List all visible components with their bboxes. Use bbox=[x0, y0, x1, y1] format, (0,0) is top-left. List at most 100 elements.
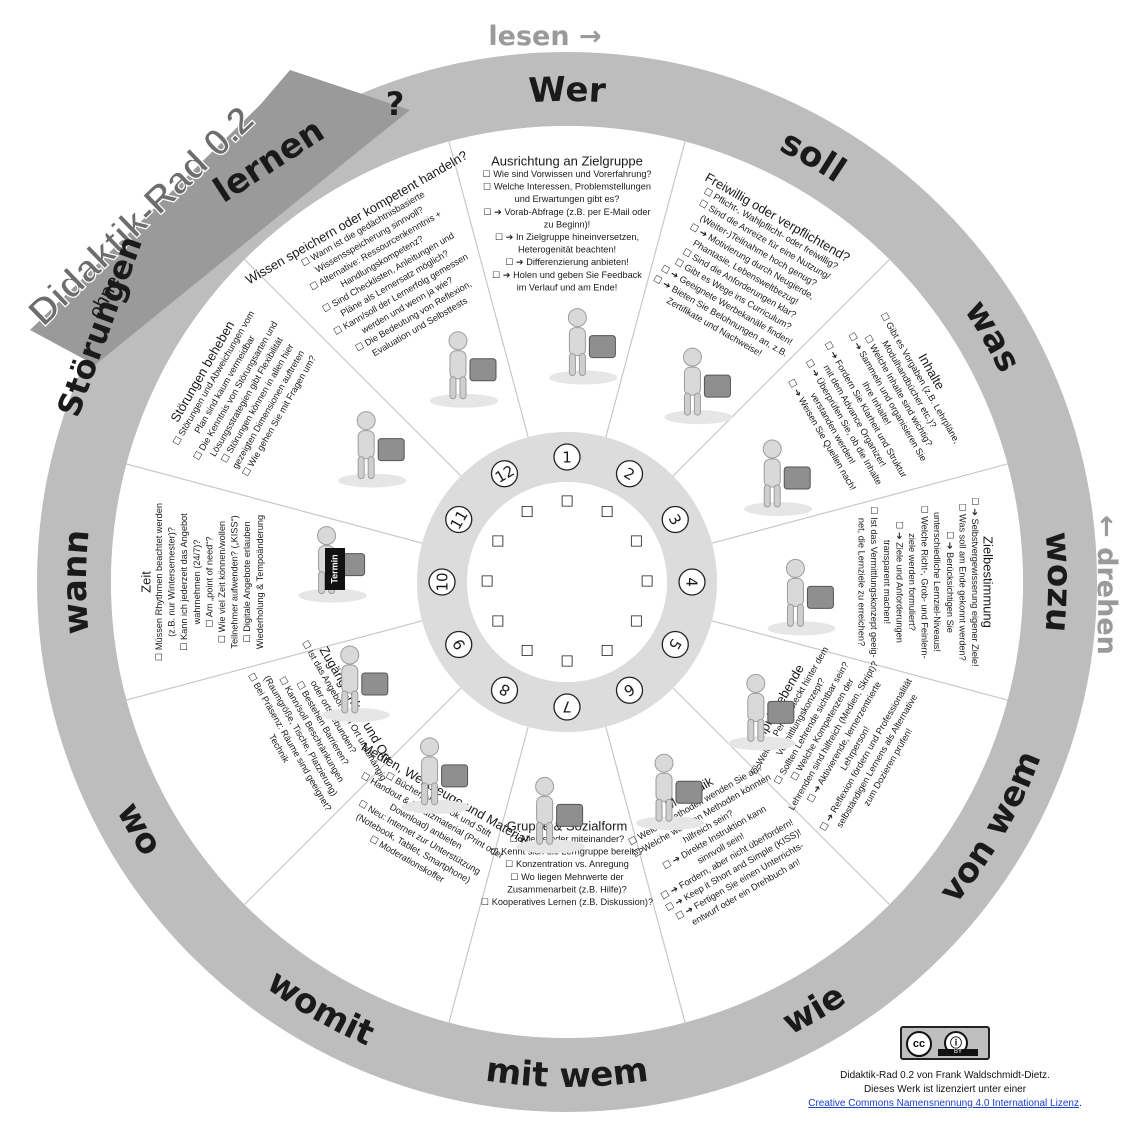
ring-label-1[interactable]: Wer bbox=[528, 70, 608, 112]
svg-text:7: 7 bbox=[562, 698, 572, 716]
checklist-item[interactable]: ☐ Kooperatives Lernen (z.B. Diskussion)? bbox=[481, 897, 653, 907]
segment-divider bbox=[126, 463, 423, 544]
checklist-item[interactable]: ☐ Müssen Rhythmen beachtet werden bbox=[154, 503, 164, 661]
checklist-item[interactable]: unterschiedliche Lernziel-Niveaus! bbox=[932, 512, 942, 652]
checklist-item[interactable]: ☐ ➔ Vorab-Abfrage (z.B. per E-Mail oder bbox=[483, 207, 650, 217]
illustration-1 bbox=[549, 308, 618, 385]
number-badge-8[interactable]: 8 bbox=[490, 676, 519, 704]
number-badge-2[interactable]: 2 bbox=[615, 460, 644, 488]
illustrations: Termin bbox=[298, 308, 836, 854]
segment-divider bbox=[672, 259, 890, 477]
hub-checkbox[interactable]: ☐ bbox=[600, 642, 613, 660]
svg-text:4: 4 bbox=[683, 577, 701, 587]
license-author: Didaktik-Rad 0.2 von Frank Waldschmidt-D… bbox=[840, 1070, 1050, 1081]
segment-divider bbox=[672, 687, 890, 905]
ring-label-10[interactable]: wann bbox=[55, 528, 98, 636]
illustration-7 bbox=[516, 776, 585, 854]
checklist-item[interactable]: zu Beginn)! bbox=[544, 219, 590, 229]
checklist-item[interactable]: ☐ Welche Interessen, Problemstellungen bbox=[483, 182, 651, 192]
checklist-item[interactable]: net, die Lernziele zu erreichen? bbox=[857, 518, 867, 646]
segment-divider bbox=[244, 687, 462, 905]
segment-2: Freiwillig oder verpflichtend?☐ Pflicht-… bbox=[652, 170, 853, 359]
checklist-item[interactable]: Wiederholung & Tempoänderung bbox=[255, 515, 265, 649]
license-text: Dieses Werk ist lizenziert unter einer bbox=[863, 1084, 1027, 1095]
hub-checkbox[interactable]: ☐ bbox=[480, 573, 493, 591]
number-badge-1[interactable]: 1 bbox=[553, 443, 581, 471]
checklist-item[interactable]: ☐ ➔ Selbstvergewisserung eigener Ziele! bbox=[970, 497, 980, 666]
checklist-item[interactable]: Zusammenarbeit (z.B. Hilfe)? bbox=[507, 884, 626, 894]
cc-by-badge[interactable]: cc ⓘ BY bbox=[900, 1026, 990, 1060]
license-link[interactable]: Creative Commons Namensnennung 4.0 Inter… bbox=[808, 1098, 1079, 1109]
checklist-item[interactable]: im Verlauf und am Ende! bbox=[517, 282, 618, 292]
inner-ring: 1☐2☐3☐4☐5☐6☐7☐8☐9☐10☐11☐12☐ bbox=[417, 432, 717, 732]
svg-text:Termin: Termin bbox=[329, 554, 339, 583]
illustration-6 bbox=[636, 753, 705, 831]
svg-text:10: 10 bbox=[434, 572, 452, 591]
checklist-item[interactable]: (z.B. nur Wintersemester)? bbox=[167, 527, 177, 637]
segment-4: Zielbestimmung☐ ➔ Selbstvergewisserung e… bbox=[857, 497, 996, 666]
number-badge-7[interactable]: 7 bbox=[553, 693, 581, 721]
segment-10: Zeit☐ Müssen Rhythmen beachtet werden (z… bbox=[138, 503, 264, 661]
checklist-item[interactable]: ☐ Wo liegen Mehrwerte der bbox=[510, 872, 623, 882]
hub-checkbox[interactable]: ☐ bbox=[640, 573, 653, 591]
termin-sign: Termin bbox=[325, 548, 345, 590]
number-badge-10[interactable]: 10 bbox=[428, 568, 456, 596]
number-badge-3[interactable]: 3 bbox=[661, 505, 689, 534]
checklist-item[interactable]: ☐ ➔ Berücksichtigen Sie bbox=[945, 531, 955, 633]
checklist-item[interactable]: ☐ Kann ich jederzeit das Angebot bbox=[179, 513, 189, 651]
ring-label-4[interactable]: wozu bbox=[1037, 530, 1079, 633]
checklist-item[interactable]: ☐ Alleine oder miteinander? bbox=[510, 834, 624, 844]
segment-divider bbox=[711, 463, 1008, 544]
segment-1: Ausrichtung an Zielgruppe☐ Wie sind Vorw… bbox=[482, 153, 651, 292]
checklist-item[interactable]: wahrnehmen (24/7)? bbox=[192, 540, 202, 626]
segment-title: Zielbestimmung bbox=[981, 536, 996, 628]
number-badge-11[interactable]: 11 bbox=[445, 505, 473, 534]
hub-checkbox[interactable]: ☐ bbox=[630, 613, 643, 631]
checklist-item[interactable]: ☐ Wie viel Zeit können/wollen bbox=[217, 521, 227, 643]
hub-checkbox[interactable]: ☐ bbox=[520, 503, 533, 521]
checklist-item[interactable]: ☐ ➔ Differenzierung anbieten! bbox=[505, 257, 629, 267]
number-badge-9[interactable]: 9 bbox=[445, 630, 473, 659]
number-badge-6[interactable]: 6 bbox=[615, 676, 644, 704]
checklist-item[interactable]: und Erwartungen gibt es? bbox=[515, 194, 620, 204]
checklist-item[interactable]: ☐ ➔ Ziele und Anforderungen bbox=[894, 521, 904, 643]
drehen-hint: ← drehen bbox=[1091, 515, 1122, 655]
checklist-item[interactable]: ☐ Konzentration vs. Anregung bbox=[505, 859, 629, 869]
segment-divider bbox=[605, 141, 686, 438]
segment-title: Zeit bbox=[138, 571, 153, 593]
hub-checkbox[interactable]: ☐ bbox=[560, 493, 573, 511]
checklist-item[interactable]: ☐ Welche Richt-, Grob- und Feinlern- bbox=[920, 505, 930, 658]
checklist-item[interactable]: ☐ Wie sind Vorwissen und Vorerfahrung? bbox=[482, 169, 651, 179]
hub-checkbox[interactable]: ☐ bbox=[520, 642, 533, 660]
ring-label-7[interactable]: mit wem bbox=[484, 1050, 651, 1096]
checklist-item[interactable]: ☐ ➔ In Zielgruppe hineinversetzen, bbox=[495, 232, 639, 242]
segment-divider bbox=[605, 726, 686, 1023]
checklist-item[interactable]: ☐ ➔ Holen und geben Sie Feedback bbox=[492, 270, 642, 280]
number-badge-5[interactable]: 5 bbox=[661, 630, 689, 659]
segment-divider bbox=[244, 259, 462, 477]
illustration-9 bbox=[321, 645, 390, 723]
checklist-item[interactable]: transparent machen! bbox=[882, 540, 892, 624]
number-badge-4[interactable]: 4 bbox=[678, 568, 706, 596]
segment-divider bbox=[448, 726, 529, 1023]
illustration-2 bbox=[664, 347, 733, 425]
illustration-5 bbox=[727, 673, 796, 751]
hub-checkbox[interactable]: ☐ bbox=[600, 503, 613, 521]
hub-checkbox[interactable]: ☐ bbox=[560, 653, 573, 671]
checklist-item[interactable]: ziele werden formuliert? bbox=[907, 533, 917, 631]
hub-checkbox[interactable]: ☐ bbox=[491, 613, 504, 631]
checklist-item[interactable]: ☐ Was soll am Ende gekonnt werden? bbox=[957, 503, 967, 661]
title-arrow-shape bbox=[30, 70, 410, 365]
checklist-item[interactable]: Heterogenität beachten! bbox=[518, 245, 616, 255]
hub-checkbox[interactable]: ☐ bbox=[491, 533, 504, 551]
checklist-item[interactable]: ☐ Digitale Angebote erlauben bbox=[242, 521, 252, 642]
checklist-item[interactable]: Teilnehmer aufwenden? („KISS“) bbox=[230, 515, 240, 648]
segment-divider bbox=[126, 620, 423, 701]
outer-ring-band bbox=[37, 52, 1097, 1112]
number-badge-12[interactable]: 12 bbox=[490, 460, 519, 488]
checklist-item[interactable]: ☐ Ist das Vermittlungskonzept geeig- bbox=[869, 506, 879, 657]
segment-title: Ausrichtung an Zielgruppe bbox=[491, 153, 643, 168]
checklist-item[interactable]: ☐ Am „point of need“? bbox=[204, 537, 214, 628]
illustration-11 bbox=[338, 411, 407, 488]
hub-checkbox[interactable]: ☐ bbox=[630, 533, 643, 551]
